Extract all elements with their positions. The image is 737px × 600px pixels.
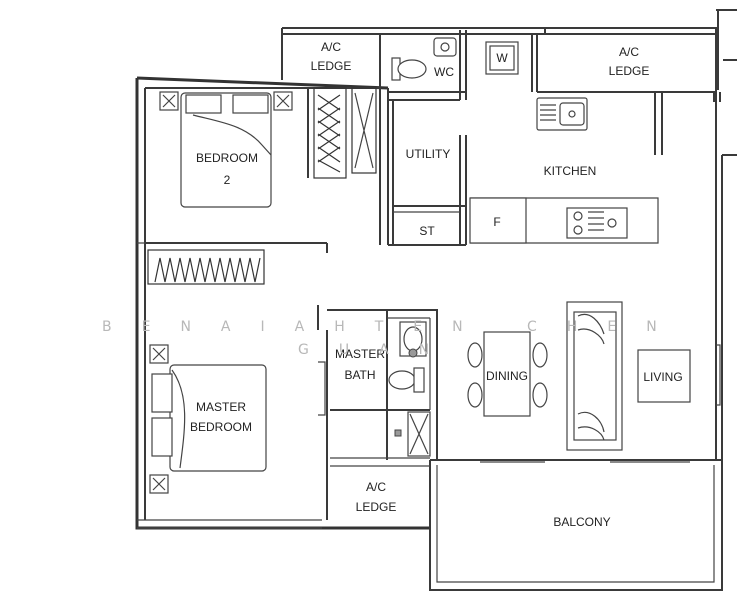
bedroom2-label-line1: BEDROOM	[196, 151, 258, 165]
ac-ledge-top-right-label-line1: A/C	[619, 45, 639, 59]
w-label: W	[496, 51, 508, 65]
bed-bedroom2	[159, 91, 293, 208]
balcony-label: BALCONY	[553, 515, 610, 529]
master-bedroom-label-line2: BEDROOM	[190, 420, 252, 434]
master-bath-label-line2: BATH	[344, 368, 375, 382]
f-label: F	[493, 215, 500, 229]
watermark: BENAIAHTEN CHEN GUAN	[102, 319, 687, 358]
dining-label: DINING	[486, 369, 528, 383]
kitchen-stove	[469, 197, 628, 244]
sofa	[566, 301, 691, 451]
wc-label: WC	[434, 65, 454, 79]
dining-set	[467, 331, 548, 417]
living-label: LIVING	[643, 370, 682, 384]
wardrobe-master	[147, 249, 265, 285]
watermark-line2: GUAN	[298, 342, 459, 358]
utility-label: UTILITY	[406, 147, 451, 161]
wardrobe-bedroom2	[313, 87, 377, 179]
ac-ledge-top-right-label-line2: LEDGE	[609, 64, 650, 78]
interior-walls	[137, 30, 721, 529]
room-labels: A/C LEDGE WC W A/C LEDGE BEDROOM 2 UTILI…	[190, 40, 683, 529]
outer-walls	[135, 9, 737, 591]
ac-ledge-bottom-label-line2: LEDGE	[356, 500, 397, 514]
bed-master	[149, 344, 267, 494]
ac-ledge-top-left-label-line2: LEDGE	[311, 59, 352, 73]
st-label: ST	[419, 224, 435, 238]
kitchen-label: KITCHEN	[544, 164, 597, 178]
watermark-line1: BENAIAHTEN CHEN	[102, 319, 687, 335]
ac-ledge-bottom-label-line1: A/C	[366, 480, 386, 494]
kitchen-sink	[536, 97, 588, 131]
master-bath-fixtures	[388, 321, 431, 457]
wc-fixtures	[391, 37, 519, 81]
ac-ledge-top-left-label-line1: A/C	[321, 40, 341, 54]
bedroom2-label-line2: 2	[224, 173, 231, 187]
master-bedroom-label-line1: MASTER	[196, 400, 246, 414]
master-bath-label-line1: MASTER	[335, 347, 385, 361]
